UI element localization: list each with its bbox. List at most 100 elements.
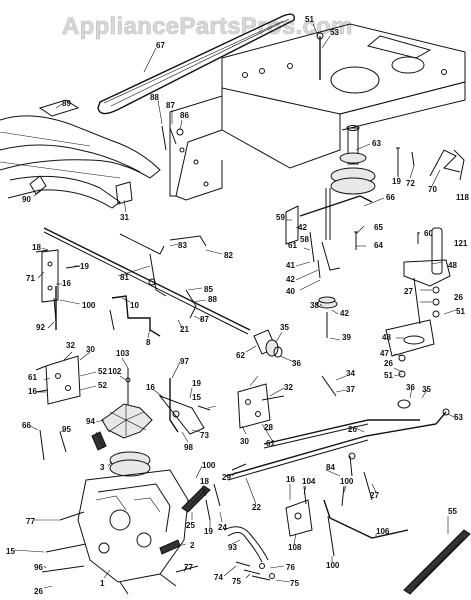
callout-48a: 48 [448, 261, 457, 270]
callout-47: 47 [380, 349, 389, 358]
callout-35b: 35 [422, 385, 431, 394]
callout-75a: 75 [232, 577, 241, 586]
callout-1: 1 [100, 579, 105, 588]
shift-shaft [43, 227, 251, 335]
rod-106 [323, 485, 409, 557]
callout-39: 39 [342, 333, 351, 342]
rod-95 [39, 429, 67, 461]
callout-65: 65 [374, 223, 383, 232]
callout-92: 92 [36, 323, 45, 332]
callout-8: 8 [146, 338, 151, 347]
callout-26c: 26 [348, 425, 357, 434]
hardware-77 [175, 565, 199, 573]
transaxle-pulley [91, 431, 151, 477]
callout-36b: 36 [406, 383, 415, 392]
callout-84: 84 [326, 463, 335, 472]
callout-82: 82 [224, 251, 233, 260]
callout-104: 104 [302, 477, 316, 486]
callout-93: 93 [228, 543, 237, 552]
callout-73: 73 [200, 431, 209, 440]
callout-41: 41 [286, 261, 295, 270]
callout-85: 85 [204, 285, 213, 294]
callout-18a: 18 [32, 243, 41, 252]
callout-76a: 76 [286, 563, 295, 572]
callout-67: 67 [156, 41, 165, 50]
callout-88b: 88 [208, 295, 217, 304]
callout-60: 60 [424, 229, 433, 238]
callout-100d: 100 [326, 561, 340, 570]
leader-lines [13, 23, 457, 589]
callout-51b: 51 [456, 307, 465, 316]
drive-belt [97, 13, 295, 115]
callout-25: 25 [186, 521, 195, 530]
callout-89: 89 [62, 99, 71, 108]
callout-74: 74 [214, 573, 223, 582]
callout-42c: 42 [340, 309, 349, 318]
callout-19d: 19 [204, 527, 213, 536]
callout-51c: 51 [384, 371, 393, 380]
callout-16a: 16 [62, 279, 71, 288]
callout-55: 55 [448, 507, 457, 516]
callout-81: 81 [120, 273, 129, 282]
bracket-108 [285, 485, 313, 537]
callout-61a: 61 [288, 241, 297, 250]
callout-35a: 35 [280, 323, 289, 332]
callout-10: 10 [130, 301, 139, 310]
callout-34: 34 [346, 369, 355, 378]
callout-15b: 15 [6, 547, 15, 556]
callout-52a: 52 [98, 367, 107, 376]
callout-71: 71 [26, 274, 35, 283]
callout-16b: 16 [146, 383, 155, 392]
callout-19b: 19 [80, 262, 89, 271]
callout-19c: 19 [192, 379, 201, 388]
callout-106: 106 [376, 527, 390, 536]
callout-27b: 27 [370, 491, 379, 500]
left-bracket [35, 355, 81, 405]
callout-97: 97 [180, 357, 189, 366]
callout-108: 108 [288, 543, 302, 552]
spring-55 [403, 529, 471, 595]
callout-32b: 32 [284, 383, 293, 392]
callout-62: 62 [236, 351, 245, 360]
callout-72: 72 [406, 179, 415, 188]
callout-87: 87 [166, 101, 175, 110]
callout-26b: 26 [384, 359, 393, 368]
callout-102: 102 [108, 367, 122, 376]
callout-22: 22 [252, 503, 261, 512]
transaxle-body [41, 469, 189, 595]
callout-40: 40 [286, 287, 295, 296]
callout-96: 96 [34, 563, 43, 572]
engine-pulley [330, 125, 376, 195]
watermark-text: AppliancePartsPros.com [62, 13, 353, 40]
callout-77b: 77 [184, 563, 193, 572]
callout-70: 70 [428, 185, 437, 194]
callout-95: 95 [62, 425, 71, 434]
bolts-65-64 [354, 231, 419, 250]
callout-42b: 42 [286, 275, 295, 284]
brake-rod-hardware [396, 147, 465, 181]
callout-103: 103 [116, 349, 130, 358]
callout-53b: 53 [454, 413, 463, 422]
callout-36a: 36 [292, 359, 301, 368]
callout-88: 88 [150, 93, 159, 102]
callout-100a: 100 [82, 301, 96, 310]
callout-29: 29 [222, 473, 231, 482]
callout-61b: 61 [28, 373, 37, 382]
callout-87b: 87 [200, 315, 209, 324]
callout-86: 86 [180, 111, 189, 120]
callout-32a: 32 [66, 341, 75, 350]
bracket-31 [115, 181, 133, 205]
callout-61c: 61 [266, 439, 275, 448]
callout-58: 58 [300, 235, 309, 244]
callout-94: 94 [86, 417, 95, 426]
callout-100b: 100 [202, 461, 216, 470]
idler-pulley-62 [253, 329, 283, 358]
callout-42a: 42 [298, 223, 307, 232]
rod-29 [231, 452, 373, 501]
callout-15a: 15 [192, 393, 201, 402]
hose-93 [223, 526, 269, 563]
pins-18-19 [35, 249, 81, 393]
callout-26a: 26 [454, 293, 463, 302]
callout-30a: 30 [86, 345, 95, 354]
hardware-74-76 [235, 561, 275, 581]
